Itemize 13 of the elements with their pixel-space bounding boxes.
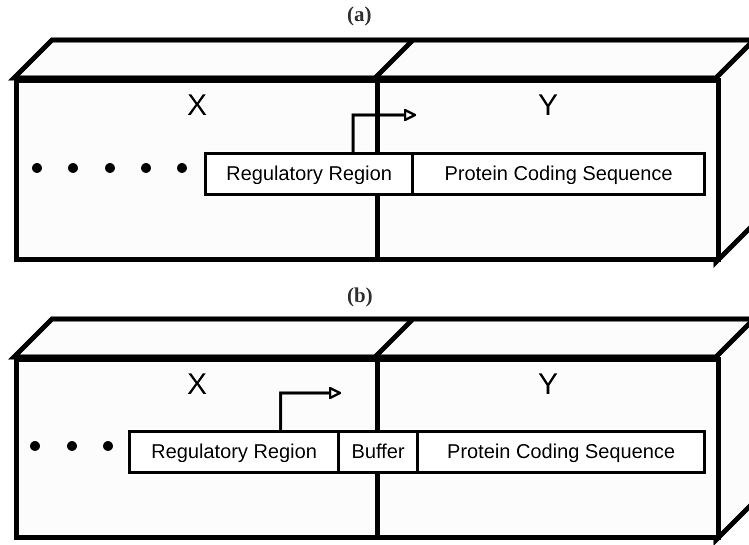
panel-label: (a) [347,2,372,27]
promoter-arrow [352,108,416,152]
sequence-segment-box: Protein Coding Sequence [416,430,706,474]
region-label: X [186,89,208,123]
sequence-segment-box: Buffer [337,430,419,474]
sequence-segment-box: Regulatory Region [128,430,340,474]
region-label: X [186,368,208,402]
region-label: Y [536,89,559,123]
promoter-arrow [279,386,342,430]
panel-label: (b) [347,283,373,308]
sequence-segment-box: Protein Coding Sequence [411,152,706,196]
sequence-segment-box: Regulatory Region [204,152,414,196]
region-label: Y [536,368,559,402]
